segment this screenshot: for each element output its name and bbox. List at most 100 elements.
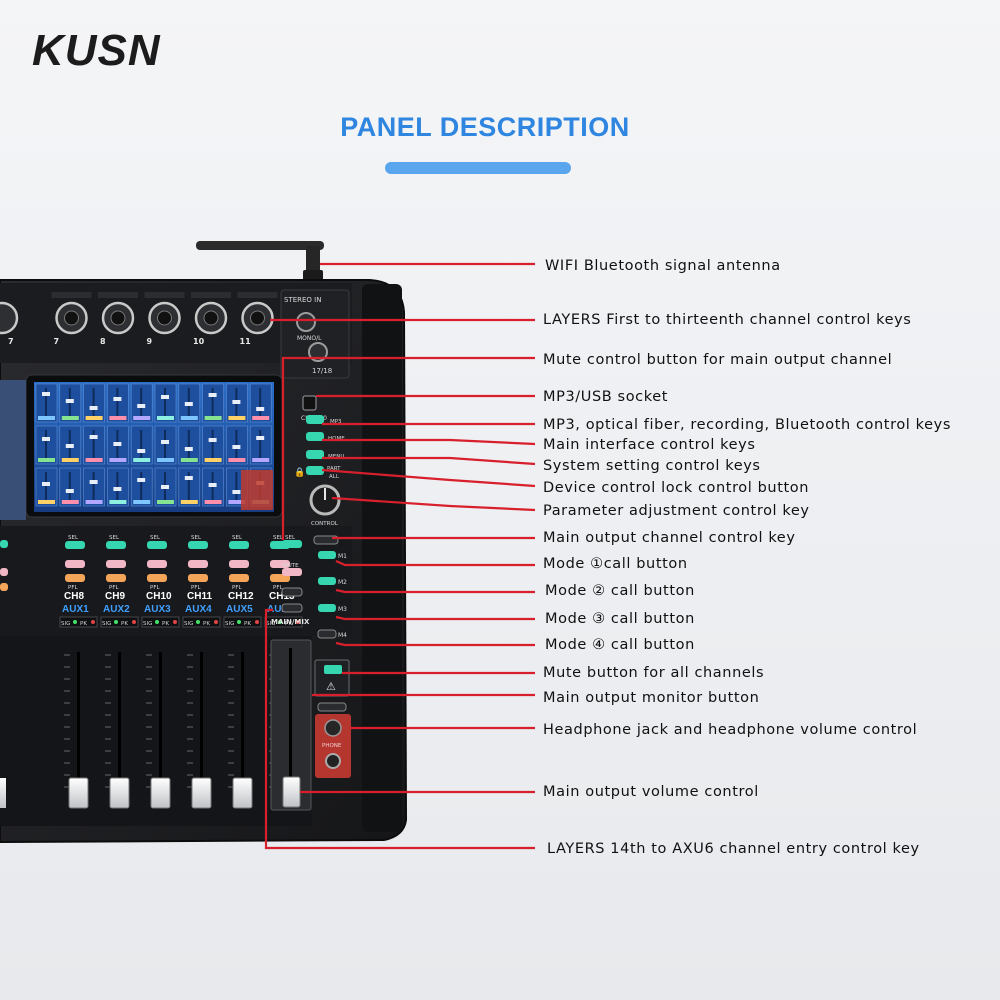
mode-3-key[interactable] bbox=[318, 604, 336, 612]
fader-cap[interactable] bbox=[109, 777, 130, 809]
fader-cap[interactable] bbox=[68, 777, 89, 809]
mute-key[interactable] bbox=[229, 560, 249, 568]
mode-1-key[interactable] bbox=[318, 551, 336, 559]
input-jack[interactable]: 7 bbox=[51, 292, 92, 346]
channel-strip: SELMUTEPFLCH9AUX2SIGPK bbox=[100, 535, 139, 809]
pfl-key[interactable] bbox=[106, 574, 126, 582]
fader-track bbox=[241, 652, 244, 802]
input-jack-partial[interactable] bbox=[0, 301, 19, 335]
touch-screen[interactable] bbox=[0, 374, 283, 520]
input-number: 7 bbox=[54, 337, 60, 346]
sig-label: SIG bbox=[184, 621, 193, 627]
mute-key[interactable] bbox=[188, 560, 208, 568]
sig-label: SIG bbox=[266, 621, 275, 627]
sel-key[interactable] bbox=[106, 541, 126, 549]
fader-cap[interactable] bbox=[191, 777, 212, 809]
pk-label: PK bbox=[244, 621, 251, 627]
mp3-key-label: MP3 bbox=[330, 419, 342, 425]
input-number: 7 bbox=[8, 337, 14, 346]
mode-2-key[interactable] bbox=[318, 577, 336, 585]
headphone-jack[interactable] bbox=[325, 753, 341, 769]
main-aux-key[interactable] bbox=[281, 603, 303, 613]
callout-label: Device control lock control button bbox=[543, 480, 810, 496]
aux-name: AUX6 bbox=[267, 604, 294, 615]
pfl-key[interactable] bbox=[147, 574, 167, 582]
sig-label: SIG bbox=[61, 621, 70, 627]
fader-cap-partial[interactable] bbox=[0, 778, 6, 808]
mode-4-key[interactable] bbox=[317, 629, 337, 639]
control-label: CONTROL bbox=[311, 521, 339, 527]
sel-label: SEL bbox=[273, 535, 284, 541]
input-jack[interactable]: 8 bbox=[98, 292, 138, 346]
sel-key[interactable] bbox=[188, 541, 208, 549]
callout-label: Main interface control keys bbox=[543, 437, 756, 453]
mp3-key[interactable] bbox=[306, 415, 324, 424]
m3-label: M3 bbox=[338, 606, 347, 613]
main-sel-key[interactable] bbox=[282, 540, 302, 548]
pk-label: PK bbox=[121, 621, 128, 627]
callout-label: Main output channel control key bbox=[543, 530, 796, 546]
fader-track bbox=[118, 652, 121, 802]
pk-label: PK bbox=[162, 621, 169, 627]
usb-socket[interactable] bbox=[302, 395, 317, 411]
mute-key[interactable] bbox=[270, 560, 290, 568]
sel-key[interactable] bbox=[147, 541, 167, 549]
callout-label: Main output monitor button bbox=[543, 690, 760, 706]
monitor-key[interactable] bbox=[317, 702, 347, 712]
input-jack[interactable]: 10 bbox=[191, 292, 231, 346]
phone-volume-knob[interactable] bbox=[324, 719, 342, 737]
sig-led bbox=[73, 620, 77, 624]
stereo-in-section: STEREO IN MONO/L 17/18 bbox=[280, 289, 350, 379]
fader-cap[interactable] bbox=[232, 777, 253, 809]
pfl-key[interactable] bbox=[188, 574, 208, 582]
mute-all-key[interactable] bbox=[324, 665, 342, 674]
leader-line bbox=[264, 608, 535, 850]
pk-led bbox=[91, 620, 95, 624]
channel-strip: SELMUTEPFLCH11AUX4SIGPK bbox=[182, 535, 221, 809]
lock-key[interactable] bbox=[306, 466, 324, 475]
main-mix-label: MAIN/MIX bbox=[271, 618, 310, 626]
mute-key[interactable] bbox=[147, 560, 167, 568]
aux-name: AUX2 bbox=[103, 604, 130, 615]
sel-label: SEL bbox=[68, 535, 79, 541]
stereo-jack-top[interactable] bbox=[296, 312, 316, 332]
leader-line bbox=[321, 468, 536, 488]
home-key[interactable] bbox=[306, 432, 324, 441]
control-column: CH19/20 MP3 HOME MENU 🔒 PART ALL CONTROL bbox=[294, 395, 345, 527]
leader-line bbox=[335, 588, 535, 594]
channel-strip: SELMUTEPFLCH8AUX1SIGPK bbox=[59, 535, 98, 809]
sig-led bbox=[237, 620, 241, 624]
sel-key[interactable] bbox=[65, 541, 85, 549]
aux-name: AUX5 bbox=[226, 604, 253, 615]
sel-key[interactable] bbox=[229, 541, 249, 549]
all-key-label: ALL bbox=[329, 474, 340, 480]
main-fader-cap[interactable] bbox=[282, 776, 301, 808]
stereo-jack-bottom[interactable] bbox=[308, 342, 328, 362]
callout-label: LAYERS 14th to AXU6 channel entry contro… bbox=[547, 841, 920, 857]
menu-key[interactable] bbox=[306, 450, 324, 459]
leader-line bbox=[335, 559, 535, 567]
brand-logo: KUSN bbox=[32, 26, 161, 75]
channel-name: CH11 bbox=[187, 591, 212, 602]
sel-label: SEL bbox=[232, 535, 243, 541]
aux-name: AUX1 bbox=[62, 604, 89, 615]
pfl-key[interactable] bbox=[229, 574, 249, 582]
pfl-label: PFL bbox=[150, 585, 160, 591]
main-mute-key[interactable] bbox=[282, 568, 302, 576]
input-jack[interactable]: 11 bbox=[237, 292, 278, 346]
input-number: 11 bbox=[240, 337, 252, 346]
pfl-label: PFL bbox=[191, 585, 201, 591]
pk-label: PK bbox=[285, 621, 292, 627]
main-pfl-key[interactable] bbox=[281, 587, 303, 597]
callout-label: Mode ③ call button bbox=[545, 611, 695, 627]
mute-key[interactable] bbox=[106, 560, 126, 568]
mute-key[interactable] bbox=[65, 560, 85, 568]
pfl-label: PFL bbox=[109, 585, 119, 591]
sig-label: SIG bbox=[225, 621, 234, 627]
input-jack[interactable]: 9 bbox=[144, 292, 185, 346]
aux-name: AUX3 bbox=[144, 604, 171, 615]
pfl-key[interactable] bbox=[65, 574, 85, 582]
pk-label: PK bbox=[203, 621, 210, 627]
m2-label: M2 bbox=[338, 579, 347, 586]
fader-cap[interactable] bbox=[150, 777, 171, 809]
